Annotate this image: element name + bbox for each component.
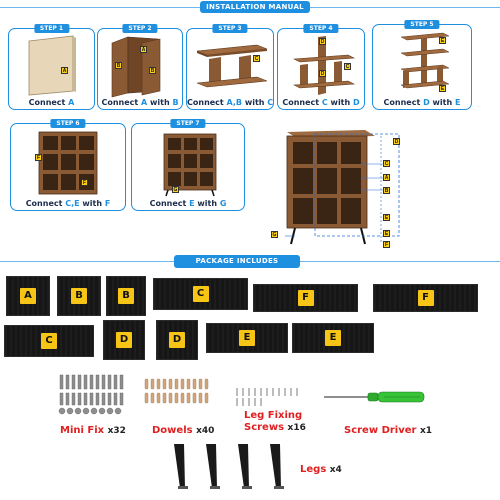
- step-2-illustration: [111, 36, 161, 98]
- dowels-icon: [144, 378, 209, 404]
- final-assembly-illustration: [285, 130, 400, 245]
- step-2-tag: STEP 2: [122, 24, 158, 33]
- panel-f-2: F: [373, 284, 478, 312]
- step-1-illustration: [28, 35, 76, 96]
- step-4-label-d1: D: [319, 38, 326, 45]
- legs-icon: [174, 444, 284, 489]
- step-4-card: STEP 4 D D C Connect C with D: [277, 24, 365, 110]
- step-5-label-e2: E: [439, 85, 446, 92]
- step-7-card: STEP 7 G Connect E with G: [131, 119, 245, 211]
- dowels-label: Dowels x40: [152, 425, 215, 436]
- final-label-e2: E: [383, 230, 390, 237]
- step-1-card: STEP 1 A Connect A: [8, 24, 95, 110]
- final-label-e1: E: [383, 214, 390, 221]
- step-7-label-g: G: [172, 186, 179, 193]
- step-6-tag: STEP 6: [50, 119, 86, 128]
- step-7-caption: Connect E with G: [149, 199, 227, 208]
- legs-label: Legs x4: [300, 464, 342, 475]
- panel-d-1: D: [103, 320, 145, 360]
- step-1-label-a: A: [61, 67, 68, 74]
- step-2-label-b2: B: [149, 67, 156, 74]
- step-3-card: STEP 3 C Connect A,B with C: [186, 24, 274, 110]
- mini-fix-icon: [58, 374, 124, 415]
- step-4-label-c: C: [344, 63, 351, 70]
- leg-fixing-screws-icon: [236, 388, 298, 406]
- mini-fix-label: Mini Fix x32: [60, 425, 126, 436]
- step-4-caption: Connect C with D: [282, 98, 360, 107]
- step-3-label-c: C: [253, 55, 260, 62]
- step-2-label-b1: B: [115, 62, 122, 69]
- step-1-caption: Connect A: [28, 98, 75, 107]
- step-3-illustration: [196, 44, 268, 88]
- step-5-illustration: [400, 32, 450, 89]
- panel-d-2: D: [156, 320, 198, 360]
- step-5-card: STEP 5 E E Connect D with E: [372, 20, 472, 110]
- step-7-illustration: [163, 133, 217, 197]
- screw-driver-label: Screw Driver x1: [344, 425, 433, 436]
- step-6-label-f2: F: [81, 179, 88, 186]
- panel-a: A: [6, 276, 50, 316]
- screw-driver-icon: [324, 391, 425, 403]
- panel-c-1: C: [153, 278, 248, 310]
- step-6-caption: Connect C,E with F: [25, 199, 111, 208]
- step-5-label-e1: E: [439, 37, 446, 44]
- step-3-tag: STEP 3: [212, 24, 248, 33]
- step-4-illustration: [292, 36, 356, 95]
- step-6-label-f1: F: [35, 154, 42, 161]
- step-3-caption: Connect A,B with C: [187, 98, 274, 107]
- panel-b-2: B: [106, 276, 146, 316]
- step-7-tag: STEP 7: [170, 119, 206, 128]
- package-title: PACKAGE INCLUDES: [174, 255, 300, 268]
- final-label-a: A: [383, 174, 390, 181]
- step-2-caption: Connect A with B: [101, 98, 179, 107]
- panel-e-2: E: [292, 323, 374, 353]
- step-2-label-a: A: [140, 46, 147, 53]
- step-5-tag: STEP 5: [404, 20, 440, 29]
- final-label-b: B: [383, 187, 390, 194]
- panel-f-1: F: [253, 284, 358, 312]
- step-6-illustration: [38, 131, 98, 195]
- step-4-label-d2: D: [319, 70, 326, 77]
- step-1-tag: STEP 1: [33, 24, 70, 33]
- step-5-caption: Connect D with E: [383, 98, 461, 107]
- leg-fixing-screws-label: Leg Fixing Screws x16: [244, 410, 306, 433]
- final-label-g: G: [271, 231, 278, 238]
- final-assembly-diagram: D C A B E E F G: [265, 128, 415, 250]
- final-label-f: F: [383, 241, 390, 248]
- step-2-card: STEP 2 A B B Connect A with B: [97, 24, 183, 110]
- final-label-c: C: [383, 160, 390, 167]
- step-6-card: STEP 6 F F Connect C,E with F: [10, 119, 126, 211]
- manual-title: INSTALLATION MANUAL: [200, 1, 310, 13]
- panel-e-1: E: [206, 323, 288, 353]
- panel-b-1: B: [57, 276, 101, 316]
- panel-c-2: C: [4, 325, 94, 357]
- final-label-d: D: [393, 138, 400, 145]
- step-4-tag: STEP 4: [303, 24, 339, 33]
